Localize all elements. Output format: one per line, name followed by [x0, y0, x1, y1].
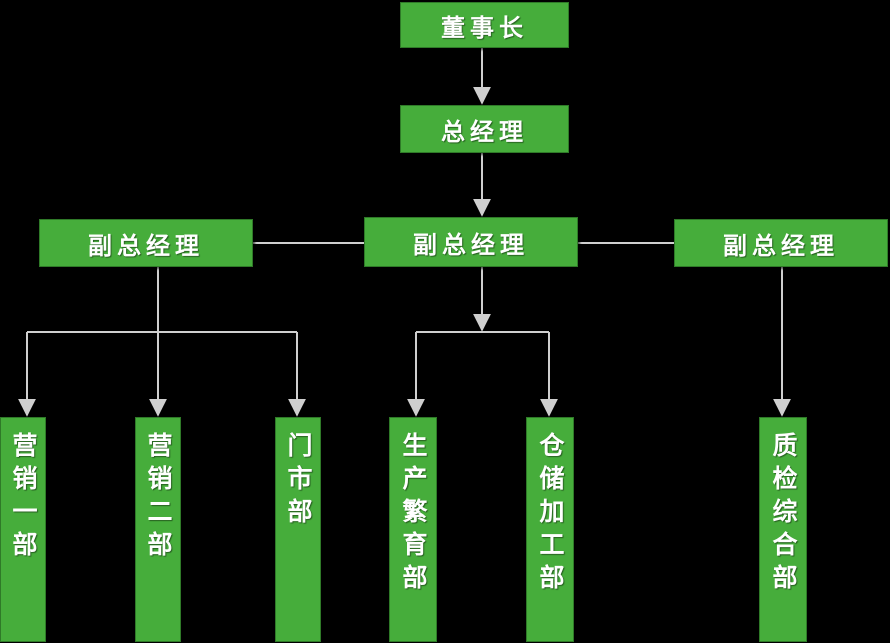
deputy-manager-right-box: 副总经理	[674, 219, 888, 267]
deputy-manager-left-box: 副总经理	[39, 219, 253, 267]
chairman-box: 董事长	[400, 2, 569, 48]
dept-sales-two-box: 营销二部	[135, 417, 181, 642]
dept-storage-box: 仓储加工部	[526, 417, 574, 642]
dept-store-box: 门市部	[275, 417, 321, 642]
dept-quality-box: 质检综合部	[759, 417, 807, 642]
dept-sales-one-box: 营销一部	[0, 417, 46, 642]
deputy-manager-center-box: 副总经理	[364, 217, 578, 267]
dept-breeding-box: 生产繁育部	[389, 417, 437, 642]
general-manager-box: 总经理	[400, 105, 569, 153]
